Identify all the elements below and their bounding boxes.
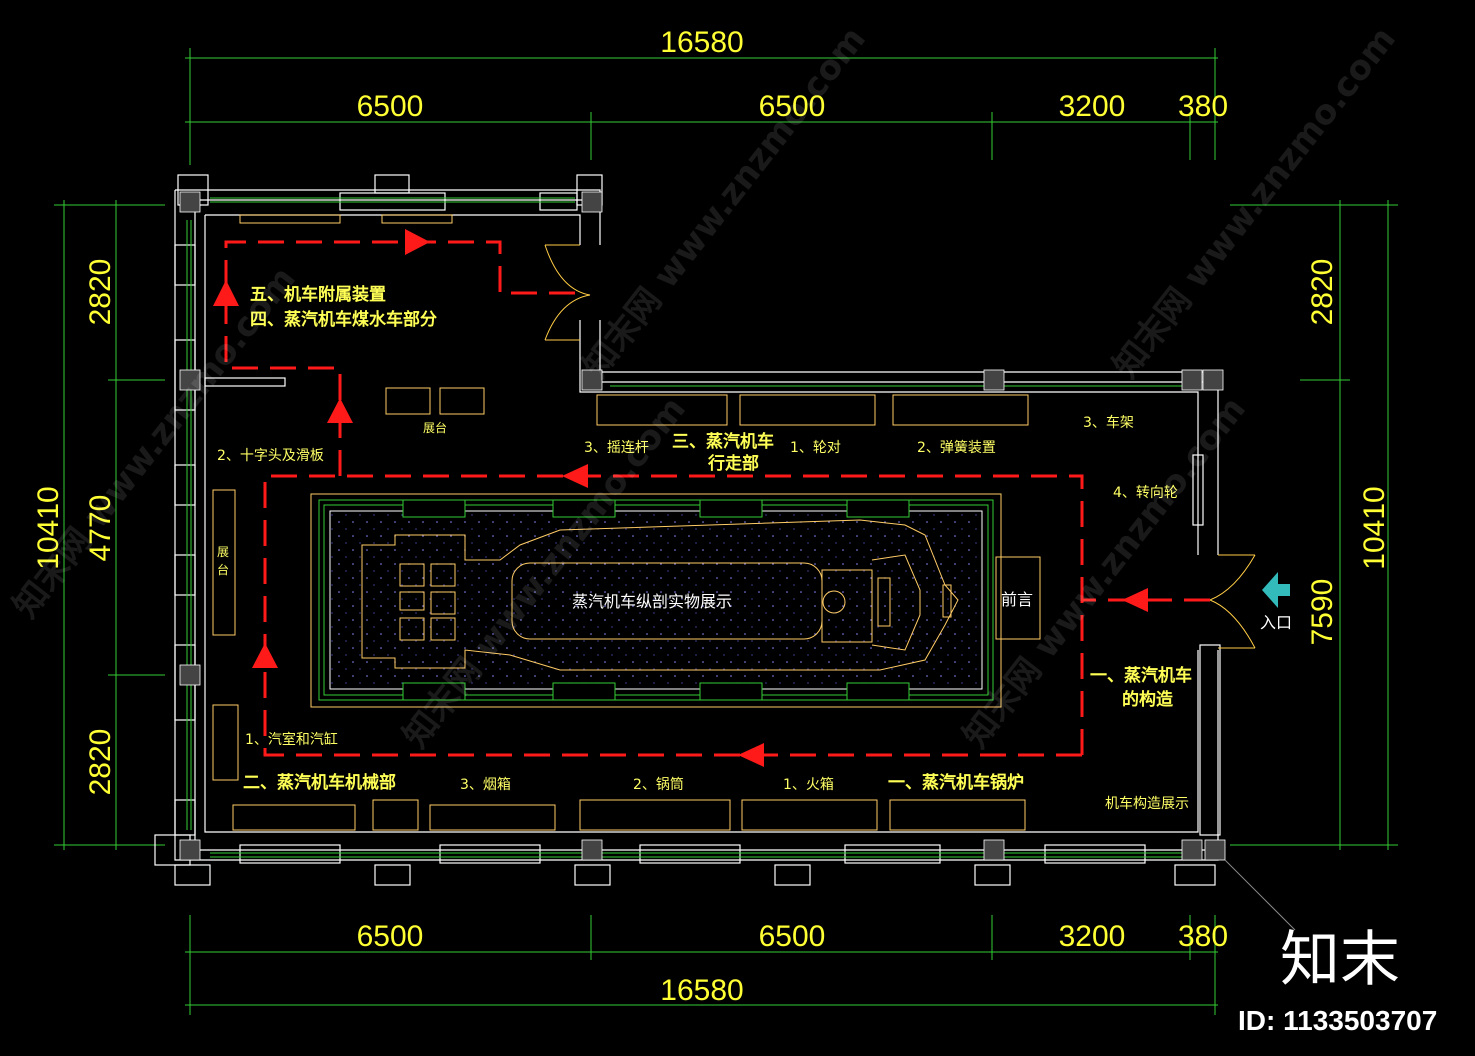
dim-top-seg-2: 6500 [759,90,826,123]
zone-running-gear-line1: 三、蒸汽机车 [672,431,774,452]
dim-left-seg-1: 2820 [84,259,117,326]
dim-bottom-total: 16580 [660,974,743,1007]
dim-bottom-seg-1: 6500 [357,920,424,953]
dim-top-seg-3: 3200 [1059,90,1126,123]
label-display-table: 展台 [423,420,447,435]
label-frame: 3、车架 [1083,414,1134,431]
logo-text: 知末 [1280,925,1400,995]
dim-right-seg-1: 2820 [1306,259,1339,326]
route-arrows [213,229,1148,767]
label-crosshead: 2、十字头及滑板 [217,447,324,464]
route-arrow-entrance [1122,588,1148,612]
zone-construction-line1: 一、蒸汽机车 [1090,665,1192,686]
label-bogie: 4、转向轮 [1113,485,1178,501]
dim-left-seg-2: 4770 [84,495,117,562]
dim-left-seg-3: 2820 [84,729,117,796]
watermark-5: 知末网 www.znzmo.com [956,390,1254,756]
zone-mechanism: 二、蒸汽机车机械部 [243,772,396,793]
route-arrow-upper [405,229,430,255]
dim-right-total: 10410 [1358,486,1391,569]
label-cylinder: 1、汽室和汽缸 [245,731,338,748]
label-wheelset: 1、轮对 [790,440,841,456]
central-exhibit [310,493,1002,708]
label-display-vertical-2: 台 [217,562,229,577]
id-text: ID: 1133503707 [1238,1005,1437,1036]
zone-construction-line2: 的构造 [1122,689,1174,710]
dim-top-total: 16580 [660,26,743,59]
label-smokebox: 3、烟箱 [460,777,511,793]
label-spring: 2、弹簧装置 [917,440,996,456]
route-arrow-left [252,643,278,668]
watermark-2: 知末网 www.znzmo.com [576,20,874,386]
route-arrow-upper-left [213,280,239,306]
building-walls [154,174,1221,886]
dim-bottom-seg-3: 3200 [1059,920,1126,953]
display-furniture [212,214,1041,831]
dim-bottom-seg-4: 380 [1178,920,1228,953]
dim-top-seg-4: 380 [1178,90,1228,123]
watermark-1: 知末网 www.znzmo.com [6,260,304,626]
label-display-vertical-1: 展 [217,545,229,559]
dim-bottom-seg-2: 6500 [759,920,826,953]
label-firebox: 1、火箱 [783,777,834,793]
dimension-bottom [185,915,1218,1015]
dimension-top [185,48,1218,165]
dim-top-seg-1: 6500 [357,90,424,123]
label-connecting-rod: 3、摇连杆 [584,440,649,456]
window-lines [186,197,1190,858]
dim-left-total: 10410 [32,486,65,569]
zone-boiler: 一、蒸汽机车锅炉 [888,772,1024,793]
zone-running-gear-line2: 行走部 [707,453,759,474]
label-center-exhibit: 蒸汽机车纵剖实物展示 [572,592,732,611]
dim-right-seg-2: 7590 [1306,579,1339,646]
route-arrow-top [562,464,588,488]
label-construction-display: 机车构造展示 [1105,795,1189,812]
label-barrel: 2、锅筒 [633,776,684,793]
route-arrow-partition [327,398,353,423]
label-entrance: 入口 [1260,613,1292,632]
leader-line [1224,859,1296,931]
columns [179,191,1226,861]
zone-tender: 四、蒸汽机车煤水车部分 [250,309,437,330]
doors [544,244,1256,649]
zone-accessories: 五、机车附属装置 [250,284,386,305]
watermark-4: 知末网 www.znzmo.com [1106,20,1404,386]
label-preface: 前言 [1001,590,1033,609]
dimension-left [54,200,165,850]
route-arrow-bottom [738,743,764,767]
dimension-right [1230,200,1398,850]
entrance-arrow-icon [1262,572,1290,608]
